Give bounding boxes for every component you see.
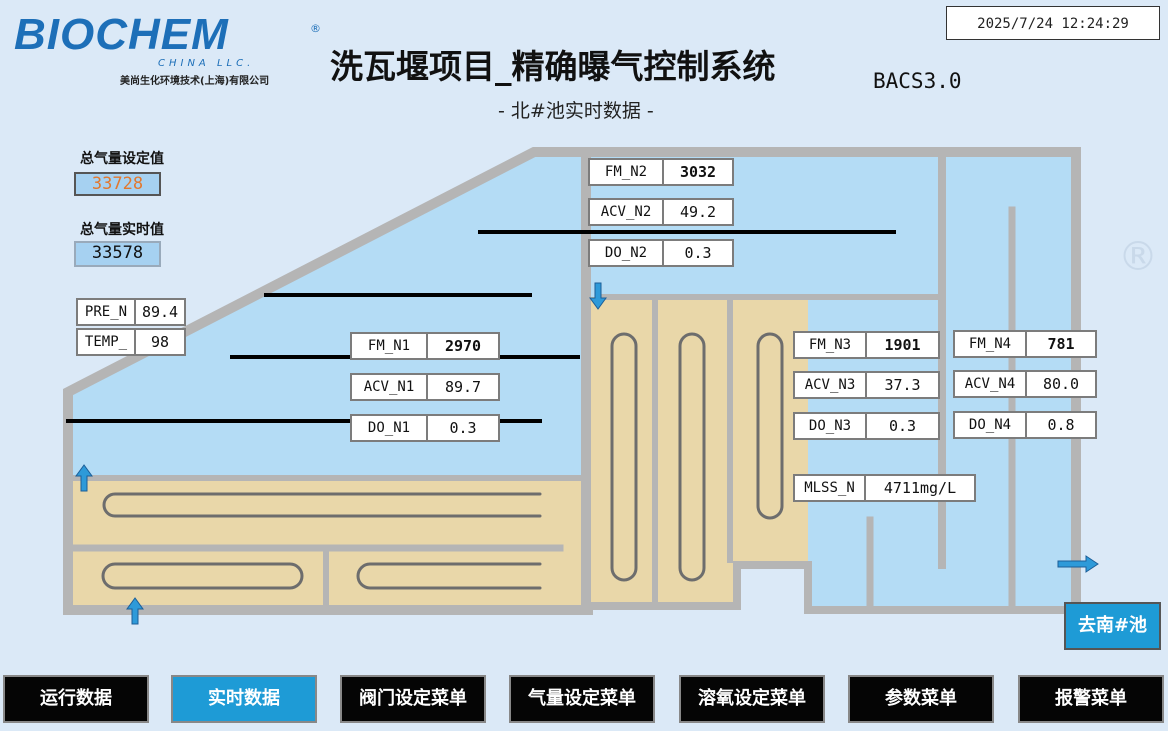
menu-do-settings-button[interactable]: 溶氧设定菜单 bbox=[679, 675, 825, 723]
fm-n4-label: FM_N4 bbox=[953, 330, 1027, 358]
acv-n3-label: ACV_N3 bbox=[793, 371, 867, 399]
acv-n2-value: 49.2 bbox=[662, 198, 734, 226]
company-name: 美尚生化环境技术(上海)有限公司 bbox=[120, 76, 270, 87]
menu-valve-settings-button[interactable]: 阀门设定菜单 bbox=[340, 675, 486, 723]
menu-airflow-settings-button[interactable]: 气量设定菜单 bbox=[509, 675, 655, 723]
setpoint-value[interactable]: 33728 bbox=[74, 172, 161, 196]
do-n4-label: DO_N4 bbox=[953, 411, 1027, 439]
version-label: BACS3.0 bbox=[873, 69, 962, 93]
fm-n3-label: FM_N3 bbox=[793, 331, 867, 359]
fm-n1-value: 2970 bbox=[426, 332, 500, 360]
do-n1-label: DO_N1 bbox=[350, 414, 428, 442]
do-n2-label: DO_N2 bbox=[588, 239, 664, 267]
fm-n4-value: 781 bbox=[1025, 330, 1097, 358]
flow-arrow-icon bbox=[75, 282, 1099, 625]
logo-subtext: CHINA LLC. bbox=[158, 58, 255, 69]
watermark-icon: ® bbox=[1118, 234, 1158, 280]
menu-realtime-data-button[interactable]: 实时数据 bbox=[171, 675, 317, 723]
menu-run-data-button[interactable]: 运行数据 bbox=[3, 675, 149, 723]
fm-n3-value: 1901 bbox=[865, 331, 940, 359]
pre-label: PRE_N bbox=[76, 298, 136, 326]
actual-value: 33578 bbox=[74, 241, 161, 267]
tank-walls bbox=[63, 147, 1081, 615]
acv-n2-label: ACV_N2 bbox=[588, 198, 664, 226]
page-subtitle: - 北#池实时数据 - bbox=[498, 100, 654, 122]
actual-label: 总气量实时值 bbox=[80, 222, 164, 238]
registered-icon: ® bbox=[310, 22, 321, 35]
page-title: 洗瓦堰项目_精确曝气控制系统 bbox=[330, 47, 776, 86]
do-n4-value: 0.8 bbox=[1025, 411, 1097, 439]
temp-label: TEMP_ bbox=[76, 328, 136, 356]
fm-n2-value: 3032 bbox=[662, 158, 734, 186]
menu-parameters-button[interactable]: 参数菜单 bbox=[848, 675, 994, 723]
go-south-tank-button[interactable]: 去南#池 bbox=[1064, 602, 1161, 650]
do-n2-value: 0.3 bbox=[662, 239, 734, 267]
logo: BIOCHEM bbox=[14, 10, 229, 59]
acv-n1-label: ACV_N1 bbox=[350, 373, 428, 401]
fm-n2-label: FM_N2 bbox=[588, 158, 664, 186]
setpoint-label: 总气量设定值 bbox=[80, 151, 164, 167]
acv-n3-value: 37.3 bbox=[865, 371, 940, 399]
aeration-pipes bbox=[101, 332, 784, 590]
pre-value: 89.4 bbox=[134, 298, 186, 326]
do-n3-value: 0.3 bbox=[865, 412, 940, 440]
acv-n4-value: 80.0 bbox=[1025, 370, 1097, 398]
mlss-value: 4711mg/L bbox=[864, 474, 976, 502]
sludge-area bbox=[70, 297, 808, 606]
acv-n4-label: ACV_N4 bbox=[953, 370, 1027, 398]
menu-alarm-button[interactable]: 报警菜单 bbox=[1018, 675, 1164, 723]
datetime-display: 2025/7/24 12:24:29 bbox=[946, 6, 1160, 40]
do-n3-label: DO_N3 bbox=[793, 412, 867, 440]
fm-n1-label: FM_N1 bbox=[350, 332, 428, 360]
temp-value: 98 bbox=[134, 328, 186, 356]
do-n1-value: 0.3 bbox=[426, 414, 500, 442]
mlss-label: MLSS_N bbox=[793, 474, 866, 502]
acv-n1-value: 89.7 bbox=[426, 373, 500, 401]
